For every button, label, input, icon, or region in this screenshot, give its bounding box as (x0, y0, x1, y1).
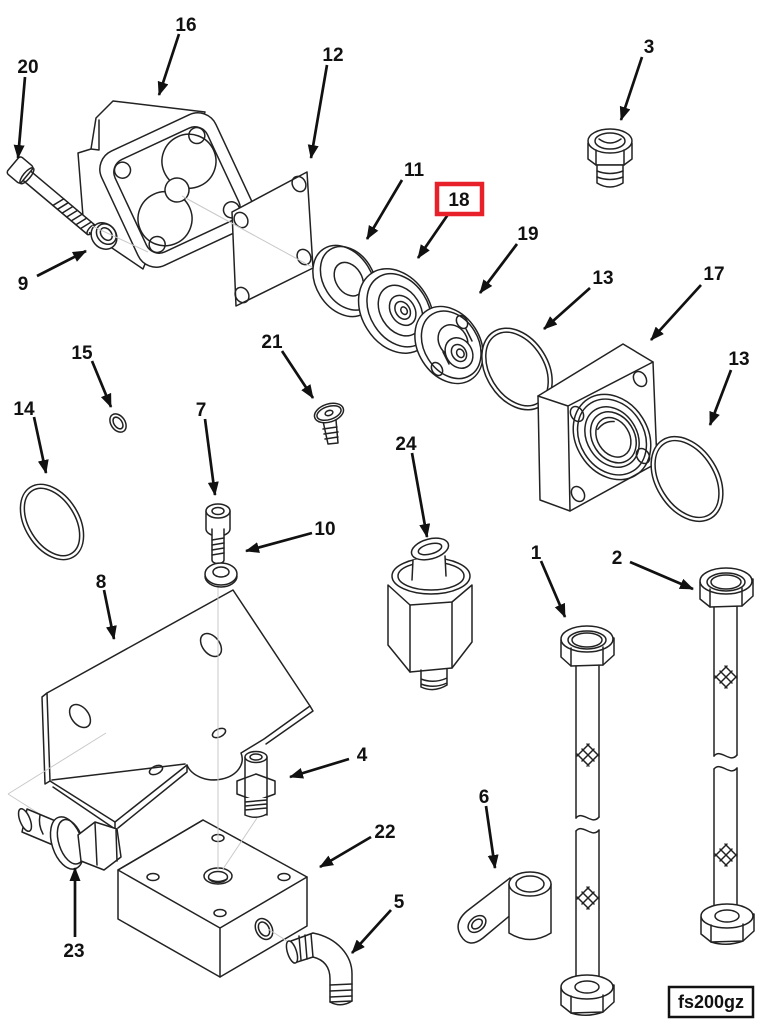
callout-label: 21 (261, 332, 283, 353)
callout-19: 19 (478, 224, 539, 294)
callout-5: 5 (351, 892, 405, 954)
part-lock-washer (90, 222, 118, 250)
callout-24: 24 (395, 434, 431, 538)
part-hex-bolt-with-washer (17, 807, 122, 871)
callout-12: 12 (307, 45, 344, 159)
callout-21: 21 (261, 332, 315, 399)
callout-9: 9 (18, 249, 87, 295)
part-junction-block (117, 819, 308, 978)
callout-23: 23 (63, 867, 85, 962)
part-countersunk-screw (313, 402, 345, 445)
callout-label: 17 (703, 264, 724, 285)
callout-label: 2 (612, 548, 623, 569)
part-gasket-plate (231, 171, 314, 307)
callout-16: 16 (157, 15, 197, 96)
callout-1: 1 (531, 543, 567, 618)
callout-8: 8 (96, 572, 117, 640)
callout-3: 3 (619, 37, 655, 121)
part-plain-washer (204, 562, 238, 588)
callout-label: 13 (592, 268, 613, 289)
callout-label: 20 (17, 57, 38, 78)
callout-10: 10 (245, 519, 336, 553)
callout-6: 6 (479, 787, 499, 869)
part-tube-assembly-1 (560, 625, 615, 1016)
callout-label: 3 (644, 37, 655, 58)
callout-22: 22 (319, 822, 396, 869)
part-sender-switch (387, 537, 473, 691)
part-tube-assembly-2 (699, 567, 755, 945)
callout-label: 15 (71, 343, 93, 364)
callout-14: 14 (13, 399, 49, 474)
callout-label: 19 (517, 224, 538, 245)
part-o-ring-seal-right (650, 435, 724, 523)
callout-label: 23 (63, 941, 84, 962)
callout-label: 9 (18, 274, 29, 295)
part-mounting-bracket (41, 589, 314, 830)
callout-7: 7 (196, 400, 219, 496)
callout-13-left: 13 (543, 268, 614, 331)
part-o-ring-seal-14 (19, 483, 85, 561)
callout-label: 7 (196, 400, 207, 421)
callout-label: 24 (395, 434, 417, 455)
callout-4: 4 (289, 745, 368, 779)
callout-label: 18 (448, 190, 469, 211)
part-p-clamp (457, 871, 552, 944)
part-socket-head-capscrew (205, 503, 231, 565)
callout-label: 6 (479, 787, 490, 808)
callout-label: 8 (96, 572, 107, 593)
callout-label: 10 (314, 519, 335, 540)
part-threaded-plug-fitting (587, 128, 633, 188)
callout-label: 12 (322, 45, 343, 66)
callout-label: 1 (531, 543, 542, 564)
part-straight-fitting (236, 750, 276, 818)
part-bearing-flange-block (537, 343, 658, 512)
callout-20: 20 (13, 57, 39, 159)
callout-label: 22 (374, 822, 395, 843)
figure-code-box: fs200gz (667, 985, 755, 1019)
callout-label: 14 (13, 399, 35, 420)
callout-17: 17 (650, 264, 725, 341)
callout-18-highlighted: 18 (416, 181, 485, 259)
callout-11: 11 (365, 160, 425, 240)
callout-15: 15 (71, 343, 113, 408)
callout-label: 11 (404, 160, 425, 181)
callout-13-right: 13 (708, 349, 750, 426)
part-elbow-fitting (285, 932, 353, 1006)
callout-label: 16 (175, 15, 196, 36)
figure-code: fs200gz (678, 992, 744, 1012)
part-small-o-ring (109, 413, 127, 433)
callout-2: 2 (612, 548, 694, 591)
callout-label: 13 (728, 349, 749, 370)
callout-label: 5 (394, 892, 405, 913)
callout-label: 4 (357, 745, 368, 766)
part-long-hex-bolt (6, 156, 97, 236)
part-drive-coupling-disc (414, 305, 484, 385)
highlight-box (434, 181, 485, 217)
